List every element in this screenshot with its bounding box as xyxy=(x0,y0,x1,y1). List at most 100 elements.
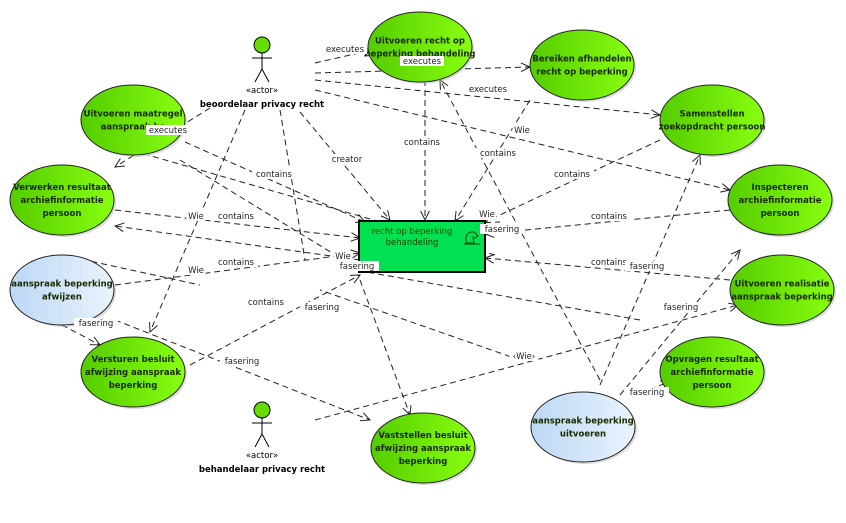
use-case-ellipse[interactable] xyxy=(659,84,765,156)
edge-line[interactable] xyxy=(184,141,366,223)
relationship-edge[interactable] xyxy=(113,222,361,261)
use-case[interactable]: Bereiken afhandelen recht op beperking xyxy=(529,29,636,102)
actor-stereotype: «actor» xyxy=(246,86,278,96)
edge-line[interactable] xyxy=(484,139,661,223)
actor[interactable]: «actor»beoordelaar privacy recht xyxy=(200,36,324,110)
edge-label: contains xyxy=(248,298,285,308)
edge-label-bg xyxy=(400,56,444,66)
relationship-edge[interactable] xyxy=(299,111,391,221)
use-case-ellipse[interactable] xyxy=(659,336,765,408)
edge-label: ‹Wie› xyxy=(513,352,536,362)
use-case-label: uitvoeren xyxy=(560,430,606,440)
edge-line[interactable] xyxy=(359,279,411,416)
use-case-ellipse[interactable] xyxy=(9,164,115,236)
stick-figure-icon xyxy=(252,401,272,448)
edge-line[interactable] xyxy=(179,159,361,271)
relationship-edge[interactable] xyxy=(114,319,372,422)
relationship-edge[interactable] xyxy=(484,139,661,223)
relationship-edge[interactable] xyxy=(179,159,361,271)
edge-line[interactable] xyxy=(354,269,641,321)
use-case-label: Uitvoeren maatregel xyxy=(83,110,182,120)
use-case-label: recht op beperking xyxy=(536,68,628,78)
use-case-ellipse[interactable] xyxy=(727,164,833,236)
actors: «actor»beoordelaar privacy recht «actor»b… xyxy=(199,36,325,475)
use-case-ellipse[interactable] xyxy=(80,336,186,408)
use-case-label: beperking xyxy=(399,457,448,467)
edge-line[interactable] xyxy=(319,289,521,361)
edge-label-bg xyxy=(659,302,703,312)
knight-chess-icon xyxy=(464,231,480,245)
edge-line[interactable] xyxy=(114,225,361,261)
edge-line[interactable] xyxy=(454,99,531,222)
edge-label-bg xyxy=(244,297,288,307)
relationship-edge[interactable] xyxy=(354,269,641,321)
use-case-label: zoekopdracht persoon xyxy=(659,123,766,133)
use-case[interactable]: Opvragen resultaatarchiefinformatieperso… xyxy=(659,336,766,409)
edge-label-bg xyxy=(509,351,539,361)
edge-label-bg xyxy=(335,261,379,271)
use-case-label: afwijzing aanspraak xyxy=(85,368,181,378)
edge-label: fasering xyxy=(79,319,114,329)
edge-line[interactable] xyxy=(619,249,741,396)
arrow-head-icon xyxy=(720,183,732,193)
relationship-edge[interactable] xyxy=(619,249,741,396)
use-case-ellipse[interactable] xyxy=(530,391,636,463)
edge-line[interactable] xyxy=(314,304,739,421)
edge-line[interactable] xyxy=(314,89,731,191)
use-case-label: afwijzing aanspraak xyxy=(375,444,471,454)
use-case-ellipse[interactable] xyxy=(370,412,476,484)
edge-line[interactable] xyxy=(484,209,731,235)
edge-label: fasering xyxy=(664,303,699,313)
use-case-ellipse[interactable] xyxy=(9,254,115,326)
edge-label-bg xyxy=(587,211,631,221)
edge-line[interactable] xyxy=(279,109,306,261)
edge-label: contains xyxy=(591,212,628,222)
use-case-label: persoon xyxy=(693,381,732,391)
use-case-ellipse[interactable] xyxy=(80,84,186,156)
use-case-ellipse[interactable] xyxy=(529,29,635,101)
relationship-edge[interactable] xyxy=(279,109,306,261)
edge-label-bg xyxy=(327,154,367,164)
edge-label: Wie xyxy=(479,210,495,220)
edge-line[interactable] xyxy=(61,324,101,346)
relationship-edge[interactable] xyxy=(189,274,362,366)
edge-line[interactable] xyxy=(114,252,361,286)
relationship-edge[interactable] xyxy=(454,99,531,222)
edge-line[interactable] xyxy=(314,66,531,74)
edge-line[interactable] xyxy=(114,319,371,421)
edge-label: Wie xyxy=(188,212,204,222)
use-case[interactable]: Verwerken resultaatarchiefinformatiepers… xyxy=(9,164,116,237)
class-box[interactable] xyxy=(358,220,486,273)
edge-line[interactable] xyxy=(114,209,361,239)
edge-label: contains xyxy=(591,258,628,268)
relationship-edge[interactable] xyxy=(319,289,521,361)
actor[interactable]: «actor»behandelaar privacy recht xyxy=(199,401,325,475)
use-case-label: Uitvoeren recht op xyxy=(375,37,465,47)
use-case-label: Bereiken afhandelen xyxy=(532,55,631,65)
use-case-label: archiefinformatie xyxy=(670,368,753,378)
edge-label-bg xyxy=(400,137,444,147)
edge-label: fasering xyxy=(225,357,260,367)
edge-line[interactable] xyxy=(484,257,731,281)
edge-line[interactable] xyxy=(189,274,361,366)
use-case-ellipse[interactable] xyxy=(367,11,473,83)
relationship-edge[interactable] xyxy=(359,279,412,417)
edge-label-bg xyxy=(512,125,532,135)
edge-label: executes xyxy=(149,126,188,136)
edge-line[interactable] xyxy=(299,111,391,221)
edge-line[interactable] xyxy=(314,79,661,116)
use-case-ellipse[interactable] xyxy=(729,254,835,326)
edge-label-bg xyxy=(214,257,258,267)
use-case-label: archiefinformatie xyxy=(20,196,103,206)
relationship-edge[interactable] xyxy=(420,80,430,222)
